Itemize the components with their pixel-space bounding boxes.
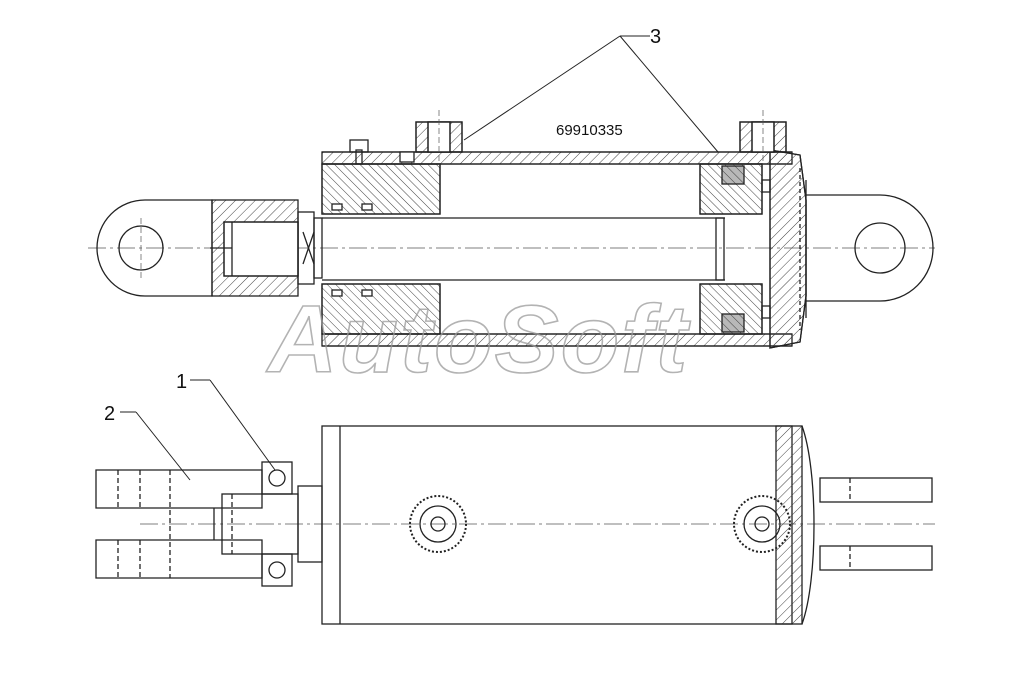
- exterior-view: [95, 425, 935, 625]
- watermark-logo: AutoSoft: [266, 286, 691, 393]
- left-rod-eye: [96, 199, 299, 297]
- piston-rod: [297, 211, 725, 285]
- callout-leaders: [120, 35, 719, 481]
- section-view: [88, 110, 935, 349]
- hydraulic-ports: [349, 110, 787, 165]
- part-number: 69910335: [556, 122, 623, 139]
- callout-1-label: 1: [176, 371, 187, 393]
- port-fittings: [409, 495, 791, 553]
- callout-2-label: 2: [104, 403, 115, 425]
- tube-body: [321, 425, 815, 625]
- mounting-bolts: [221, 461, 299, 587]
- piston: [699, 163, 771, 335]
- end-cap: [769, 149, 934, 349]
- gland-head: [321, 151, 441, 335]
- callout-3-label: 3: [650, 26, 661, 48]
- right-eye-side: [819, 477, 933, 571]
